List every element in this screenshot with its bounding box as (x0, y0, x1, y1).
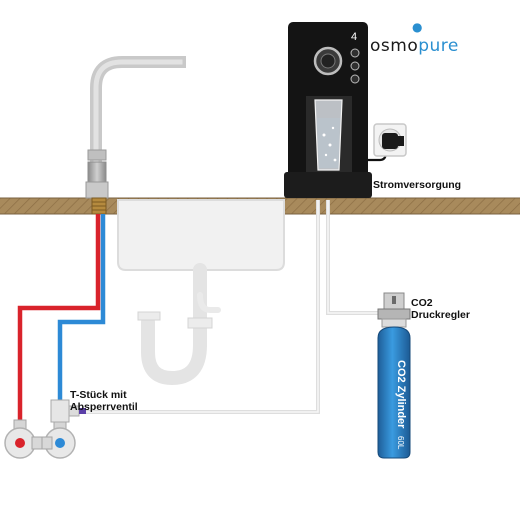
cylinder-volume: 60L (396, 436, 405, 450)
label-co2-line2: Druckregler (411, 309, 470, 321)
label-tee-line2: Absperrventil (70, 401, 138, 413)
tee-shutoff-valve (50, 399, 86, 423)
faucet (85, 56, 186, 215)
hot-water-line (17, 214, 101, 425)
cold-angle-valve (41, 419, 76, 459)
logo-text-osmo: osmo (370, 36, 419, 56)
drain-siphon (137, 263, 221, 386)
logo-text-pure: pure (418, 36, 459, 56)
osmopure-logo: ● osmopure (370, 20, 459, 56)
label-tee-line1: T-Stück mit (70, 389, 127, 401)
power-socket (368, 123, 407, 162)
label-co2-line1: CO2 (411, 297, 433, 309)
co2-cylinder (377, 292, 411, 459)
hot-angle-valve (4, 419, 43, 459)
dispenser-display: 4 (351, 31, 357, 43)
sink-basin (117, 199, 285, 271)
label-power-supply: Stromversorgung (373, 179, 462, 191)
cold-water-line (57, 214, 106, 425)
logo-drop-icon: ● (412, 20, 423, 34)
water-dispenser (284, 22, 372, 198)
co2-tube (326, 200, 390, 315)
cylinder-label: CO2 Zylinder (395, 360, 407, 429)
